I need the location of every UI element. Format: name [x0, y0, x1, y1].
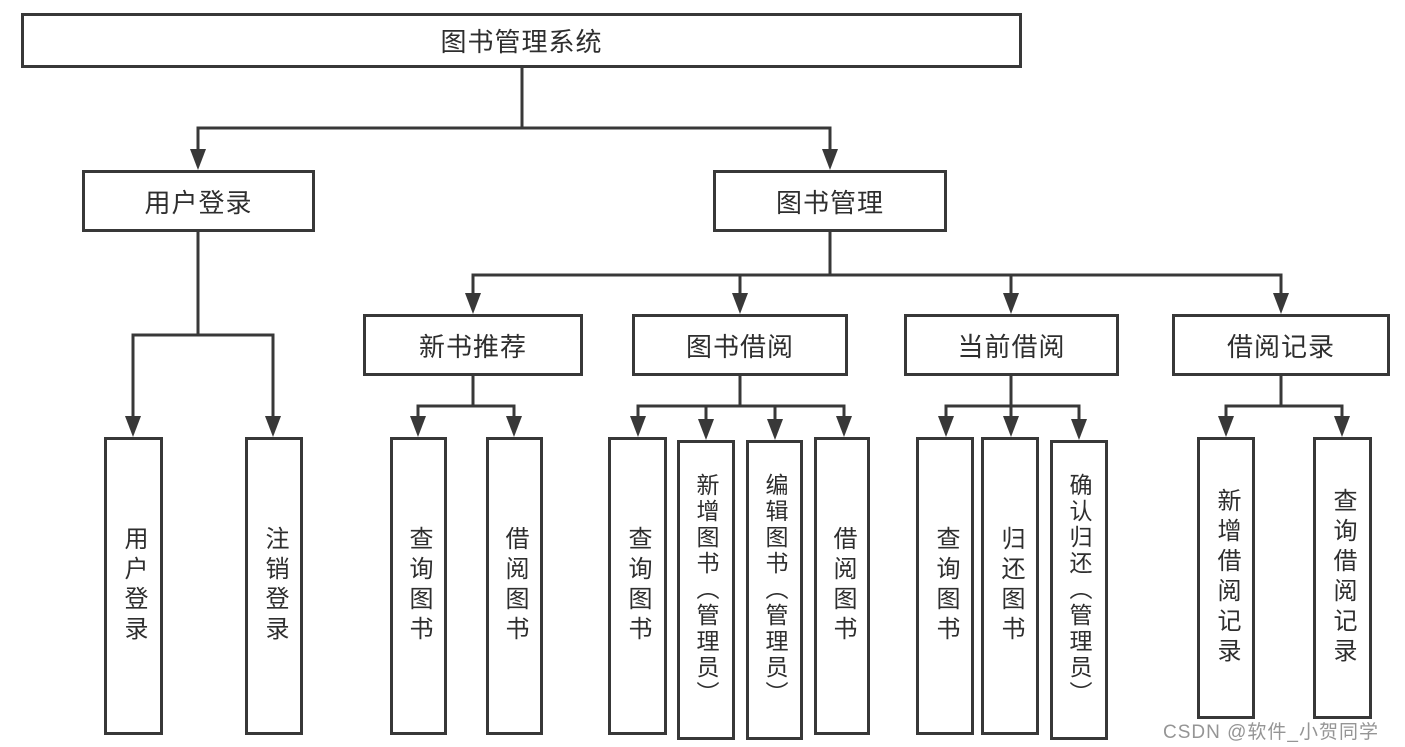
- leaf-add-borrow-record: 新增借阅记录: [1197, 437, 1255, 719]
- node-borrowing-records-label: 借阅记录: [1226, 331, 1335, 362]
- arrowhead-icon: [836, 416, 852, 437]
- leaf-borrow-books-recommend: 借阅图书: [486, 437, 543, 735]
- leaf-query-books-borrowing: 查询图书: [608, 437, 667, 735]
- arrowhead-icon: [1003, 293, 1019, 314]
- arrowhead-icon: [767, 419, 783, 440]
- node-current-borrowing-label: 当前借阅: [957, 331, 1066, 362]
- arrowhead-icon: [938, 416, 954, 437]
- node-new-book-recommend: 新书推荐: [363, 314, 583, 376]
- node-user-login-label: 用户登录: [144, 187, 253, 218]
- leaf-add-books-admin: 新增图书（管理员）: [677, 440, 735, 740]
- arrowhead-icon: [630, 416, 646, 437]
- arrowhead-icon: [465, 293, 481, 314]
- node-root-label: 图书管理系统: [440, 27, 603, 57]
- leaf-query-borrow-record: 查询借阅记录: [1313, 437, 1372, 719]
- watermark: CSDN @软件_小贺同学: [1163, 722, 1379, 743]
- arrowhead-icon: [1003, 416, 1019, 437]
- arrowhead-icon: [822, 149, 838, 170]
- node-root-system: 图书管理系统: [21, 13, 1022, 68]
- node-book-borrowing-label: 图书借阅: [685, 331, 794, 362]
- arrowhead-icon: [265, 416, 281, 437]
- arrowhead-icon: [1273, 293, 1289, 314]
- node-borrowing-records: 借阅记录: [1172, 314, 1390, 376]
- arrowhead-icon: [732, 293, 748, 314]
- node-book-borrowing: 图书借阅: [632, 314, 848, 376]
- node-book-management-label: 图书管理: [775, 187, 884, 218]
- node-new-book-recommend-label: 新书推荐: [418, 331, 527, 362]
- node-user-login: 用户登录: [82, 170, 315, 232]
- leaf-logout: 注销登录: [245, 437, 303, 735]
- arrowhead-icon: [190, 149, 206, 170]
- arrowhead-icon: [506, 416, 522, 437]
- node-current-borrowing: 当前借阅: [904, 314, 1119, 376]
- arrowhead-icon: [410, 416, 426, 437]
- leaf-query-books-recommend: 查询图书: [390, 437, 447, 735]
- node-book-management: 图书管理: [713, 170, 947, 232]
- arrowhead-icon: [1218, 416, 1234, 437]
- arrowhead-icon: [698, 419, 714, 440]
- leaf-return-books: 归还图书: [981, 437, 1039, 735]
- leaf-user-login: 用户登录: [104, 437, 163, 735]
- leaf-query-books-current: 查询图书: [916, 437, 974, 735]
- arrowhead-icon: [125, 416, 141, 437]
- arrowhead-icon: [1334, 416, 1350, 437]
- leaf-borrow-books: 借阅图书: [814, 437, 870, 735]
- leaf-confirm-return-admin: 确认归还（管理员）: [1050, 440, 1108, 740]
- arrowhead-icon: [1071, 419, 1087, 440]
- leaf-edit-books-admin: 编辑图书（管理员）: [746, 440, 803, 740]
